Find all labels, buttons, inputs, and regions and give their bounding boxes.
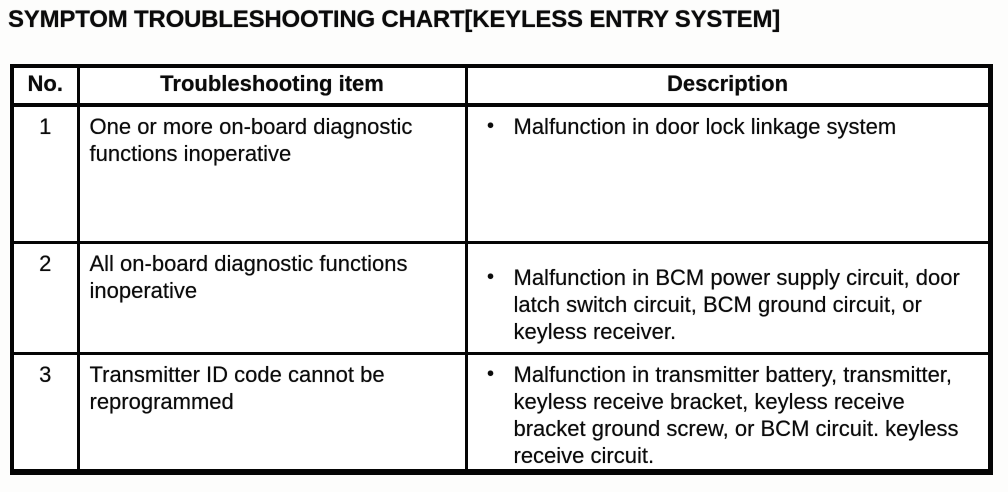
description-bullet-line: • Malfunction in transmitter battery, tr…: [468, 361, 978, 469]
table-row-2: 2 All on-board diagnostic functions inop…: [10, 240, 992, 355]
row-number: 2: [10, 240, 80, 355]
description-text: Malfunction in BCM power supply circuit,…: [513, 264, 960, 344]
troubleshooting-item: Transmitter ID code cannot be reprogramm…: [76, 351, 468, 473]
description-cell: • Malfunction in transmitter battery, tr…: [464, 351, 992, 473]
troubleshooting-table: No. Troubleshooting item Description 1 O…: [10, 64, 993, 475]
row-number: 3: [10, 351, 80, 473]
description-text: Malfunction in transmitter battery, tran…: [513, 361, 959, 468]
description-bullet-line: • Malfunction in door lock linkage syste…: [468, 113, 978, 140]
table-header-row: No. Troubleshooting item Description: [10, 64, 992, 107]
column-header-item: Troubleshooting item: [76, 64, 468, 107]
description-cell: • Malfunction in door lock linkage syste…: [464, 103, 992, 244]
bullet-icon: •: [486, 265, 494, 288]
table-row-3: 3 Transmitter ID code cannot be reprogra…: [10, 351, 992, 473]
column-header-no: No.: [10, 64, 80, 107]
troubleshooting-item: All on-board diagnostic functions inoper…: [76, 240, 468, 355]
bullet-icon: •: [486, 362, 494, 385]
column-header-description: Description: [464, 64, 992, 107]
description-bullet-line: • Malfunction in BCM power supply circui…: [468, 264, 978, 345]
table-row-1: 1 One or more on-board diagnostic functi…: [10, 103, 992, 244]
page-title: SYMPTOM TROUBLESHOOTING CHART[KEYLESS EN…: [8, 6, 781, 33]
row-number: 1: [10, 103, 80, 244]
description-cell: • Malfunction in BCM power supply circui…: [464, 240, 992, 355]
description-text: Malfunction in door lock linkage system: [513, 114, 897, 139]
troubleshooting-item: One or more on-board diagnostic function…: [76, 103, 468, 244]
bullet-icon: •: [486, 115, 494, 137]
